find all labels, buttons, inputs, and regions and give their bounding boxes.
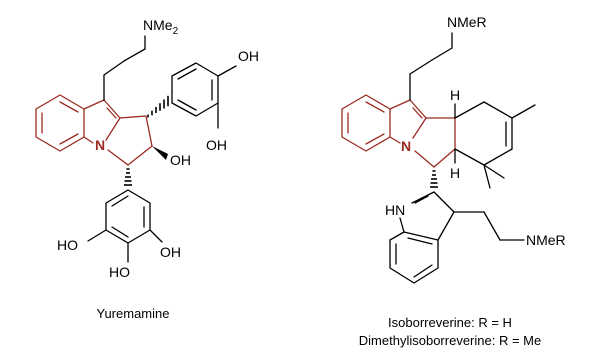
borreverine-pyrrolidine-ring <box>414 117 456 168</box>
borreverine-bottom-hydrogen-label: H <box>450 165 460 181</box>
yuremamine-resorcinol-ring <box>171 62 237 129</box>
yuremamine-indole-nitrogen-label: N <box>95 137 105 153</box>
yuremamine-pyrogallol-ring <box>87 189 163 263</box>
yuremamine-bold-wedge-hydroxyl <box>152 146 168 160</box>
borreverine-top-hydrogen-label: H <box>450 87 460 103</box>
yuremamine-oh-mid-label: OH <box>170 152 191 168</box>
yuremamine-oh-bottom-label: OH <box>160 244 181 260</box>
yuremamine-hashed-wedge-aryl <box>147 95 169 118</box>
yuremamine-dimethylamine-label: NMe2 <box>143 17 179 37</box>
borreverine-top-aminoethyl-chain <box>409 32 453 101</box>
yuremamine-structure: N NMe2 OH OH <box>35 17 259 321</box>
borreverine-pyrrole-ring <box>389 99 427 144</box>
borreverine-caption-line2: Dimethylisoborreverine: R = Me <box>359 333 541 348</box>
yuremamine-amine-subscript: 2 <box>173 26 179 37</box>
borreverine-lower-pyrrole-ring <box>399 191 455 241</box>
borreverine-indole-nitrogen-label: N <box>401 138 411 154</box>
borreverine-top-amine-label: NMeR <box>447 14 487 30</box>
yuremamine-amine-text: NMe <box>143 17 173 33</box>
yuremamine-ho-bottom-label: HO <box>109 264 130 280</box>
yuremamine-benzene-ring <box>35 94 85 152</box>
borreverine-caption-line1: Isoborreverine: R = H <box>388 315 512 330</box>
borreverine-lower-benzene-ring <box>389 231 439 284</box>
yuremamine-caption: Yuremamine <box>97 306 170 321</box>
borreverine-bottom-aminoethyl-chain <box>453 211 525 241</box>
borreverine-bottom-amine-label: NMeR <box>526 232 566 248</box>
yuremamine-pyrrole-ring <box>83 99 121 144</box>
yuremamine-ho-left-label: HO <box>57 237 78 253</box>
borreverine-hashed-wedge-indole <box>430 170 438 188</box>
yuremamine-aminoethyl-chain <box>103 35 146 101</box>
yuremamine-pyrrolidine-ring <box>107 115 153 166</box>
yuremamine-oh-top-label: OH <box>238 48 259 64</box>
yuremamine-hashed-wedge-lower-aryl <box>124 168 132 186</box>
borreverine-structure: N NMeR H H <box>341 14 566 348</box>
yuremamine-oh-ring-label: OH <box>206 137 227 153</box>
borreverine-hn-label: HN <box>385 202 405 218</box>
borreverine-cyclohexene-ring <box>454 101 536 189</box>
borreverine-benzene-ring <box>341 94 391 152</box>
